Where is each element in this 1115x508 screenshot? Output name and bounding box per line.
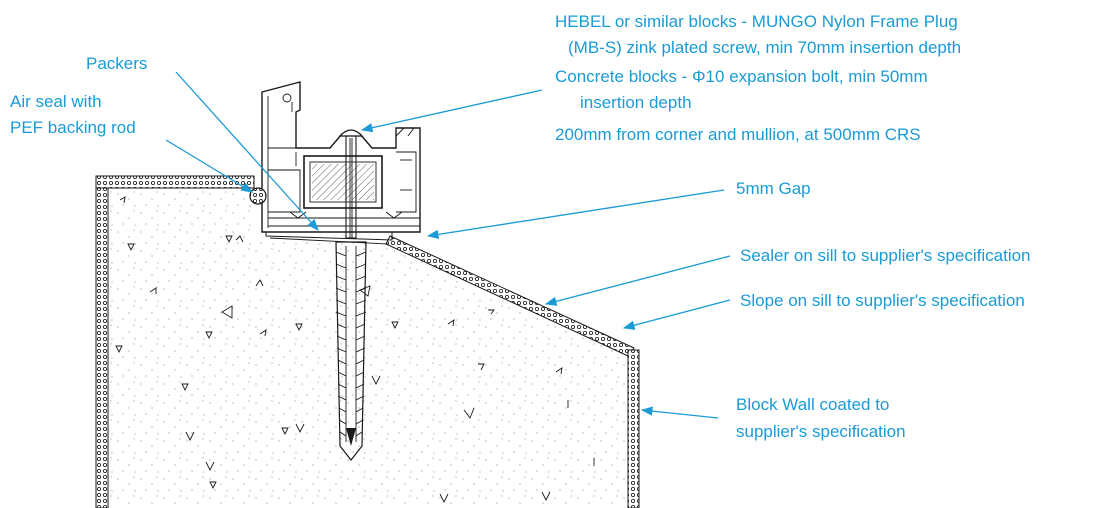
label-fixing-line-1: HEBEL or similar blocks - MUNGO Nylon Fr…	[555, 12, 958, 31]
pef-backing-rod	[249, 187, 267, 205]
leader-air-seal	[165, 139, 254, 193]
aggregate-marks	[115, 196, 595, 504]
leader-block-wall	[640, 406, 719, 419]
label-packers: Packers	[86, 54, 147, 73]
wall-coating-right	[627, 349, 640, 508]
wall-coating-left	[95, 175, 109, 508]
label-block-wall-line-1: Block Wall coated to	[736, 395, 889, 414]
leader-fixing	[360, 89, 543, 133]
callout-labels: Packers Air seal with PEF backing rod HE…	[10, 12, 1031, 441]
leader-slope	[622, 299, 731, 330]
label-block-wall-line-2: supplier's specification	[736, 422, 906, 441]
reinforcement-core	[312, 164, 374, 200]
wall-coating-top	[95, 175, 255, 189]
leader-sealer	[544, 255, 731, 306]
label-air-seal-line-2: PEF backing rod	[10, 118, 136, 137]
frame-plug-screw	[335, 129, 367, 461]
block-wall	[95, 175, 640, 508]
label-slope: Slope on sill to supplier's specificatio…	[740, 291, 1025, 310]
label-sealer: Sealer on sill to supplier's specificati…	[740, 246, 1031, 265]
label-air-seal-line-1: Air seal with	[10, 92, 102, 111]
label-fixing-line-3: Concrete blocks - Φ10 expansion bolt, mi…	[555, 67, 928, 86]
leader-packers	[175, 71, 319, 231]
block-wall-body	[108, 188, 628, 508]
window-frame-profile	[261, 81, 421, 233]
leader-gap	[426, 189, 725, 240]
label-fixing-line-5: 200mm from corner and mullion, at 500mm …	[555, 125, 921, 144]
label-fixing-line-4: insertion depth	[580, 93, 692, 112]
leader-lines	[165, 71, 731, 419]
label-gap: 5mm Gap	[736, 179, 811, 198]
label-fixing-line-2: (MB-S) zink plated screw, min 70mm inser…	[568, 38, 961, 57]
